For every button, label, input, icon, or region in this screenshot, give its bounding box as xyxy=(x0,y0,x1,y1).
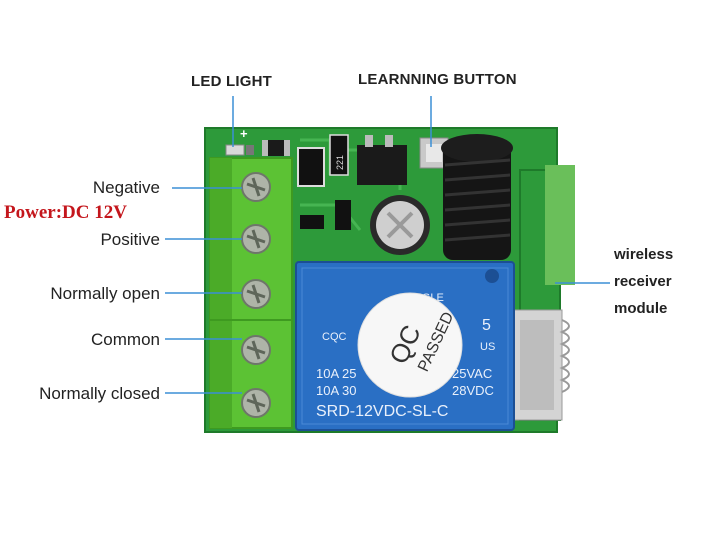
relay-ul-suffix: US xyxy=(480,341,495,353)
learning-button-label: LEARNNING BUTTON xyxy=(358,71,517,88)
electrolytic-capacitor xyxy=(370,195,430,255)
relay-model: SRD-12VDC-SL-C xyxy=(316,403,448,420)
led-indicator: + xyxy=(225,126,254,156)
qc-passed-sticker: QC PASSED xyxy=(357,292,463,398)
normally-closed-label: Normally closed xyxy=(39,384,160,403)
relay-ul-number: 5 xyxy=(482,317,491,334)
power-label: Power:DC 12V xyxy=(4,202,127,223)
receiver-label-line3: module xyxy=(614,300,668,317)
pcb-marking: 221 xyxy=(335,155,345,170)
relay-rating-1-right: 25VAC xyxy=(452,366,492,381)
antenna-coil xyxy=(441,134,513,260)
led-polarity-mark: + xyxy=(240,126,248,141)
relay-rating-1-left: 10A 25 xyxy=(316,366,357,381)
positive-label: Positive xyxy=(100,230,160,249)
common-label: Common xyxy=(91,330,160,349)
wireless-receiver-board xyxy=(511,165,575,421)
smd-components: 221 xyxy=(262,134,407,230)
terminal-screws xyxy=(241,172,271,418)
negative-label: Negative xyxy=(92,178,160,197)
relay-rating-2-left: 10A 30 xyxy=(316,383,357,398)
receiver-label-line2: receiver xyxy=(614,273,672,290)
receiver-label-line1: wireless xyxy=(614,246,674,263)
normally-open-label: Normally open xyxy=(50,284,160,303)
callout-leader-lines xyxy=(165,96,610,394)
relay-rating-2-right: 28VDC xyxy=(452,383,494,398)
led-light-label: LED LIGHT xyxy=(191,73,272,90)
relay-cqc-mark: CQC xyxy=(322,331,347,343)
